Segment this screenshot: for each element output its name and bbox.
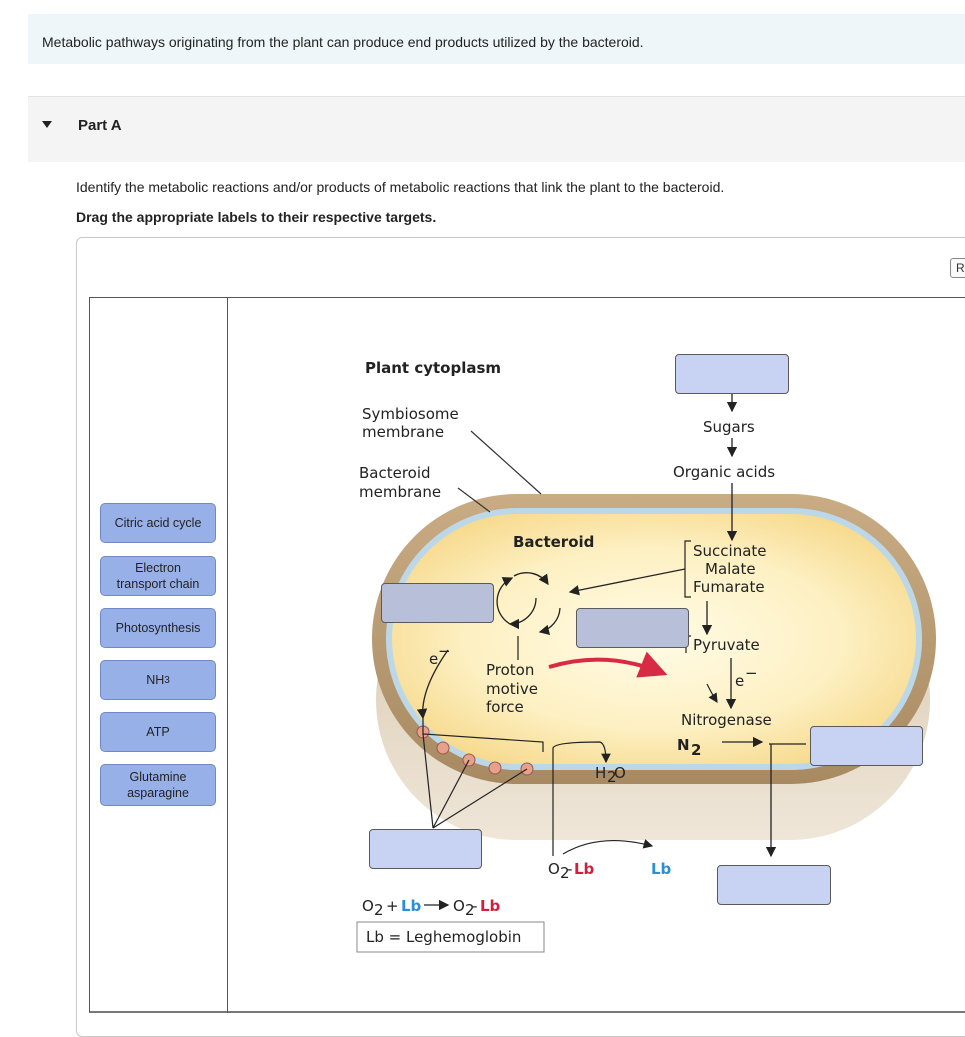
label-bank <box>89 297 228 1013</box>
label-text: Electron <box>135 560 181 575</box>
part-header[interactable]: Part A <box>28 96 965 162</box>
label-subscript: 3 <box>164 674 170 686</box>
o2lb-dash: - <box>567 860 572 878</box>
label-citric-acid-cycle[interactable]: Citric acid cycle <box>100 503 216 543</box>
eq-o2b: O <box>453 897 465 915</box>
etc-complex <box>436 741 450 755</box>
cycle-arc-1 <box>508 597 537 630</box>
electron-label-left: e <box>429 650 438 668</box>
drop-target-pmf-slot[interactable] <box>576 608 689 648</box>
o2lb-lb: Lb <box>574 860 595 878</box>
symbiosome-label-1: Symbiosome <box>362 405 459 423</box>
label-text: ATP <box>146 724 170 739</box>
symbiosome-leader <box>470 430 542 495</box>
arrow-to-cycle <box>568 568 686 596</box>
lb-definition: Lb = Leghemoglobin <box>366 928 521 946</box>
eq-lb: Lb <box>401 897 422 915</box>
question-text: Identify the metabolic reactions and/or … <box>76 179 725 195</box>
pmf-label-2: motive <box>486 680 538 698</box>
atp-leader-1 <box>422 733 434 829</box>
o2lb-label: O <box>548 860 560 878</box>
part-title: Part A <box>78 117 122 134</box>
malate-label: Malate <box>705 560 756 578</box>
membrane-leader <box>457 487 491 513</box>
nitrogenase-label: Nitrogenase <box>681 711 772 729</box>
drop-target-atp-slot[interactable] <box>369 829 482 869</box>
cycle-arc-3 <box>513 572 549 586</box>
label-text: Glutamine <box>129 769 187 784</box>
o2lb-subscript: 2 <box>560 864 570 882</box>
instruction-text: Drag the appropriate labels to their res… <box>76 209 437 225</box>
label-atp[interactable]: ATP <box>100 712 216 752</box>
h2o-subscript: 2 <box>607 768 617 786</box>
reset-button[interactable]: R <box>950 258 965 278</box>
atp-leader-2 <box>432 759 470 829</box>
etc-bracket <box>422 718 544 752</box>
electron-charge: − <box>745 664 758 682</box>
collapse-caret-icon[interactable] <box>42 121 52 128</box>
n2-label: N <box>677 736 690 754</box>
intro-banner: Metabolic pathways originating from the … <box>28 14 965 64</box>
organic-acids-label: Organic acids <box>673 463 775 481</box>
pmf-label-3: force <box>486 698 524 716</box>
eq-o2-sub: 2 <box>374 901 384 919</box>
etc-complex <box>488 761 502 775</box>
label-photosynthesis[interactable]: Photosynthesis <box>100 608 216 648</box>
label-text: asparagine <box>127 786 189 800</box>
h2o-label: H <box>595 764 606 782</box>
drop-target-photosynthesis-slot[interactable] <box>675 354 789 394</box>
eq-o2b-sub: 2 <box>465 901 475 919</box>
sugars-label: Sugars <box>703 418 755 436</box>
plant-cytoplasm-label: Plant cytoplasm <box>365 359 501 377</box>
cycle-arc-4 <box>538 607 561 635</box>
atp-leader-3 <box>432 768 528 829</box>
o2lb-to-lb-arrow <box>562 839 654 855</box>
lb-label: Lb <box>651 860 672 878</box>
bacteroid-membrane-label-1: Bacteroid <box>359 464 431 482</box>
h2o-o: O <box>614 764 626 782</box>
symbiosome-label-2: membrane <box>362 423 444 441</box>
intro-text: Metabolic pathways originating from the … <box>42 34 644 50</box>
lb-definition-box <box>356 921 545 953</box>
electron-arrow-right <box>706 683 718 704</box>
pmf-red-arrow <box>548 651 668 678</box>
pyruvate-label: Pyruvate <box>693 636 760 654</box>
label-text: NH <box>146 672 165 687</box>
succinate-label: Succinate <box>693 542 767 560</box>
electron-arrow-left <box>416 649 449 720</box>
eq-o2: O <box>362 897 374 915</box>
label-text: transport chain <box>116 577 200 591</box>
electron-charge: − <box>438 642 451 660</box>
label-electron-transport-chain[interactable]: Electron transport chain <box>100 556 216 596</box>
eq-dash: - <box>472 897 477 915</box>
drop-target-glutamine-slot[interactable] <box>717 865 831 905</box>
n2-subscript: 2 <box>691 741 701 759</box>
label-glutamine-asparagine[interactable]: Glutamine asparagine <box>100 764 216 806</box>
drop-target-cycle-slot[interactable] <box>381 583 494 623</box>
eq-plus: + <box>386 897 399 915</box>
eq-lb-red: Lb <box>480 897 501 915</box>
bacteroid-membrane-label-2: membrane <box>359 483 441 501</box>
electron-label-right: e <box>735 672 744 690</box>
cycle-arc-2 <box>496 577 514 625</box>
fumarate-label: Fumarate <box>693 578 765 596</box>
o2-to-h2o-arrow <box>552 741 611 856</box>
drop-target-nh3-slot[interactable] <box>810 726 923 766</box>
label-text: Citric acid cycle <box>114 515 202 530</box>
label-text: Photosynthesis <box>115 620 201 635</box>
bacteroid-label: Bacteroid <box>513 533 594 551</box>
pmf-label-1: Proton <box>486 661 534 679</box>
